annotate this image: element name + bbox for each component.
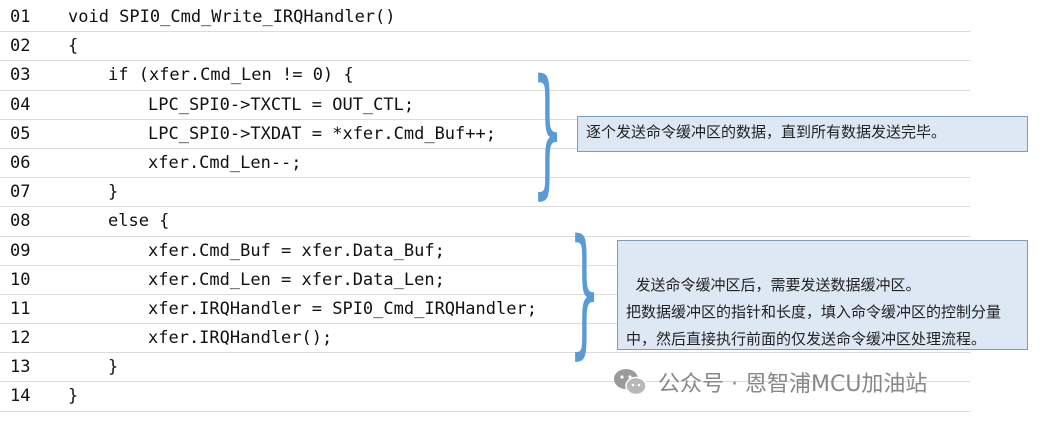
line-number: 05 (10, 123, 31, 144)
code-text: } (108, 182, 119, 203)
note-second: 发送命令缓冲区后，需要发送数据缓冲区。 把数据缓冲区的指针和长度，填入命令缓冲区… (617, 240, 1028, 350)
code-text: void SPI0_Cmd_Write_IRQHandler() (68, 7, 396, 27)
code-text: LPC_SPI0->TXCTL = OUT_CTL; (148, 94, 415, 115)
line-number: 08 (10, 211, 31, 232)
line-number: 09 (10, 240, 31, 261)
code-line: 12 xfer.IRQHandler(); (0, 324, 970, 354)
code-line: 05 LPC_SPI0->TXDAT = *xfer.Cmd_Buf++; (0, 120, 970, 149)
code-line: 02 { (0, 32, 970, 62)
wechat-icon (612, 367, 648, 397)
watermark-text: 公众号 · 恩智浦MCU加油站 (658, 372, 928, 397)
line-number: 03 (10, 65, 31, 86)
code-listing: 01 void SPI0_Cmd_Write_IRQHandler() 02 {03 i… (0, 3, 970, 412)
code-line: 10 xfer.Cmd_Len = xfer.Data_Len; (0, 266, 970, 295)
code-text: { (68, 36, 79, 57)
code-text: else { (108, 211, 170, 232)
code-line: 07} (0, 178, 970, 208)
code-text: } (68, 386, 79, 407)
code-text: } (108, 357, 119, 378)
code-text: xfer.Cmd_Buf = xfer.Data_Buf; (148, 240, 445, 261)
code-text: xfer.Cmd_Len--; (148, 152, 302, 173)
code-text: if (xfer.Cmd_Len != 0) { (108, 65, 354, 86)
line-number: 10 (10, 269, 31, 290)
note-first: 逐个发送命令缓冲区的数据，直到所有数据发送完毕。 (577, 116, 1028, 152)
brace-second: } (569, 210, 601, 373)
note-first-text: 逐个发送命令缓冲区的数据，直到所有数据发送完毕。 (586, 123, 947, 141)
code-text: xfer.IRQHandler = SPI0_Cmd_IRQHandler; (148, 298, 537, 319)
code-text: xfer.IRQHandler(); (148, 328, 333, 349)
line-number: 02 (10, 36, 31, 57)
line-number: 12 (10, 328, 31, 349)
watermark: 公众号 · 恩智浦MCU加油站 (612, 364, 927, 400)
line-number: 01 (10, 7, 31, 27)
line-number: 04 (10, 94, 31, 115)
code-line: 01 void SPI0_Cmd_Write_IRQHandler() (0, 3, 970, 33)
code-line: 13} (0, 353, 970, 383)
code-text: LPC_SPI0->TXDAT = *xfer.Cmd_Buf++; (148, 123, 496, 144)
code-line: 03 if (xfer.Cmd_Len != 0) { (0, 61, 970, 91)
code-text: xfer.Cmd_Len = xfer.Data_Len; (148, 269, 445, 290)
line-number: 13 (10, 357, 31, 378)
line-number: 14 (10, 386, 31, 407)
code-line: 14} (0, 382, 970, 412)
code-line: 09 xfer.Cmd_Buf = xfer.Data_Buf; (0, 237, 970, 266)
note-second-text: 发送命令缓冲区后，需要发送数据缓冲区。 把数据缓冲区的指针和长度，填入命令缓冲区… (626, 276, 1002, 348)
code-line: 08 else { (0, 207, 970, 237)
line-number: 11 (10, 298, 31, 319)
line-number: 06 (10, 152, 31, 173)
brace-first: } (532, 50, 564, 213)
code-line: 11 xfer.IRQHandler = SPI0_Cmd_IRQHandler; (0, 295, 970, 325)
code-line: 06 xfer.Cmd_Len--; (0, 149, 970, 179)
code-line: 04 LPC_SPI0->TXCTL = OUT_CTL; (0, 91, 970, 120)
line-number: 07 (10, 182, 31, 203)
